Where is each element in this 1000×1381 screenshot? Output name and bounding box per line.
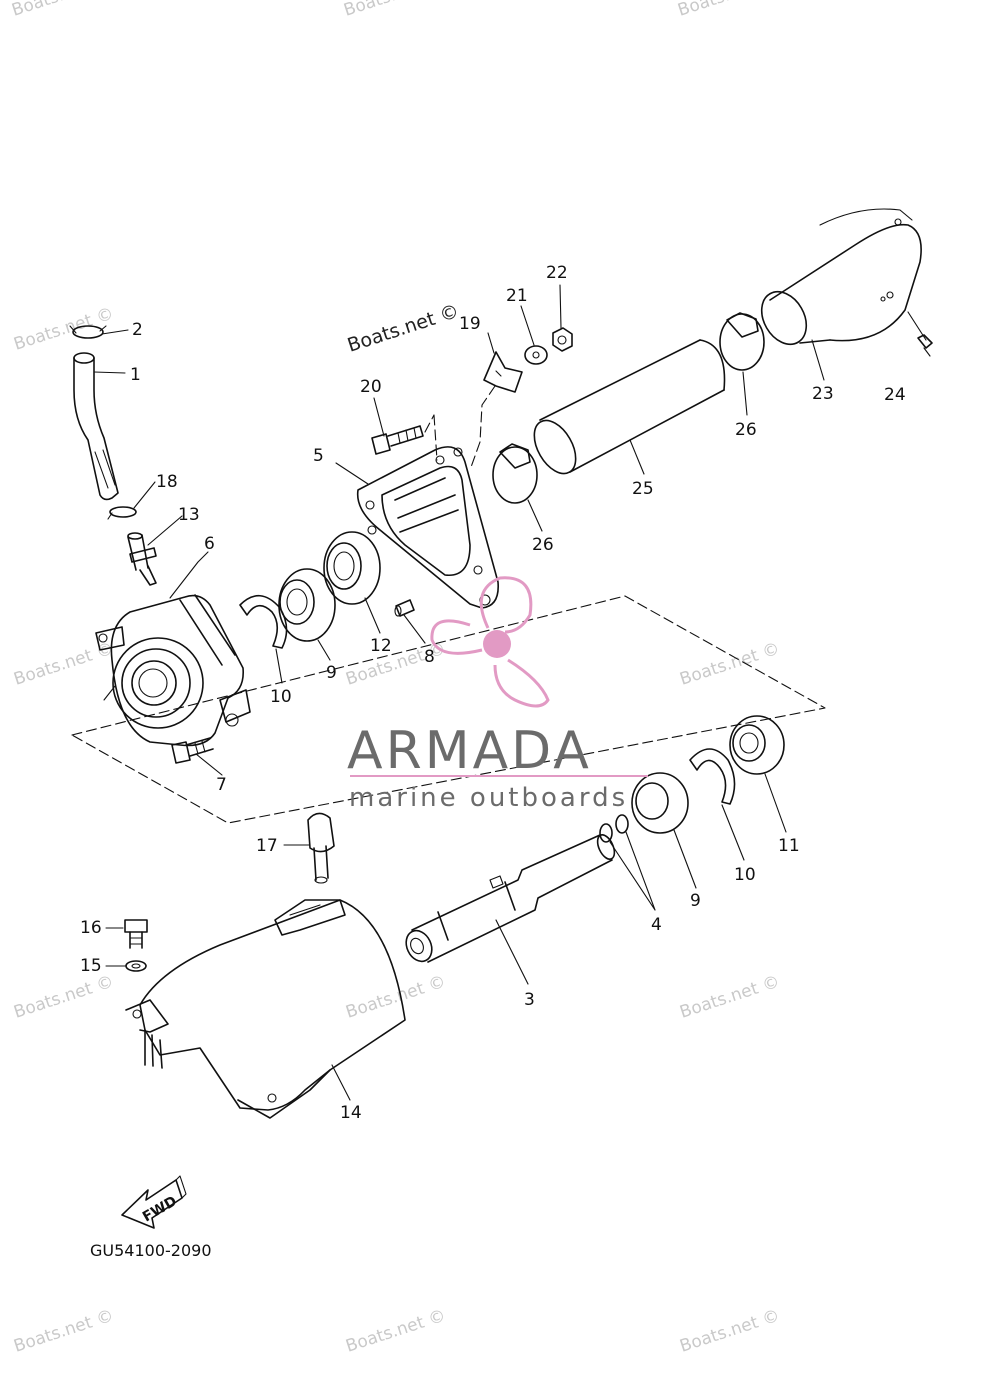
- callout-18: 18: [156, 472, 178, 492]
- circlip-part-10-right: [689, 748, 736, 805]
- pin-part-17: [307, 812, 335, 884]
- elbow-part-23: [760, 208, 922, 346]
- watermark: Boats.net ©: [9, 0, 114, 21]
- callout-16: 16: [80, 918, 102, 938]
- callout-4: 4: [651, 915, 662, 935]
- callout-26-lower: 26: [532, 535, 554, 555]
- callout-labels: 2 1 18 13 6 7 10 9 12 8 5 20 19 21 22 26…: [80, 263, 906, 1123]
- nut-part-22: [552, 327, 573, 352]
- screw-part-24: [917, 334, 933, 357]
- callout-22: 22: [546, 263, 568, 283]
- callout-5: 5: [313, 446, 324, 466]
- callout-7: 7: [216, 775, 227, 795]
- washer-part-15: [125, 960, 147, 972]
- callout-13: 13: [178, 505, 200, 525]
- seal-part-9-left: [278, 568, 336, 642]
- o-rings-part-4: [599, 814, 629, 843]
- watermark: Boats.net ©: [343, 1306, 448, 1357]
- housing-part-6: [95, 594, 251, 747]
- circlip-part-10-left: [239, 594, 288, 649]
- watermark: Boats.net ©: [675, 0, 780, 21]
- bracket-part-19: [469, 351, 523, 471]
- watermark: Boats.net ©: [11, 972, 116, 1023]
- callout-8: 8: [424, 647, 435, 667]
- clip-part-18: [107, 506, 137, 520]
- watermark: Boats.net ©: [11, 639, 116, 690]
- watermark: Boats.net ©: [11, 1306, 116, 1357]
- shaft-part-3: [405, 834, 616, 963]
- brand-name: ARMADA: [347, 721, 592, 781]
- callout-26-upper: 26: [735, 420, 757, 440]
- callout-9-right: 9: [690, 891, 701, 911]
- brand-tagline: marine outboards: [349, 783, 628, 813]
- cover-part-14: [125, 899, 406, 1119]
- watermark: Boats.net ©: [677, 972, 782, 1023]
- watermark: Boats.net ©: [677, 639, 782, 690]
- bolt-part-16: [124, 919, 148, 949]
- callout-25: 25: [632, 479, 654, 499]
- diagram-code: GU54100-2090: [90, 1241, 212, 1260]
- callout-11: 11: [778, 836, 800, 856]
- assembly-frame: [71, 595, 826, 824]
- bearing-part-12: [323, 531, 381, 605]
- dowel-part-8: [394, 599, 415, 617]
- callout-3: 3: [524, 990, 535, 1010]
- clamp-part-26-upper: [719, 312, 765, 371]
- clamp-part-26-lower: [492, 443, 538, 504]
- callout-12: 12: [370, 636, 392, 656]
- callout-10-right: 10: [734, 865, 756, 885]
- callout-14: 14: [340, 1103, 362, 1123]
- callout-21: 21: [506, 286, 528, 306]
- callout-1: 1: [130, 365, 141, 385]
- callout-6: 6: [204, 534, 215, 554]
- watermark: Boats.net ©: [341, 0, 446, 21]
- bolt-part-7: [171, 737, 214, 764]
- watermark: Boats.net ©: [677, 1306, 782, 1357]
- seal-part-9-right: [631, 772, 689, 834]
- fwd-arrow-icon: FWD: [121, 1175, 187, 1229]
- leader-lines: [93, 284, 927, 1101]
- callout-9-left: 9: [326, 663, 337, 683]
- callout-20: 20: [360, 377, 382, 397]
- callout-2: 2: [132, 320, 143, 340]
- clip-part-2: [69, 325, 107, 339]
- callout-19: 19: [459, 314, 481, 334]
- bearing-part-11: [729, 715, 785, 775]
- armada-logo: ARMADA marine outboards: [347, 576, 648, 813]
- callout-24: 24: [884, 385, 906, 405]
- plate-part-5: [356, 446, 499, 609]
- hose-part-25: [533, 339, 726, 475]
- watermarks: Boats.net © Boats.net © Boats.net © Boat…: [9, 0, 782, 1357]
- watermark-dark: Boats.net ©: [345, 300, 462, 357]
- bolt-part-20: [371, 414, 438, 461]
- tube-part-1: [73, 352, 119, 501]
- callout-23: 23: [812, 384, 834, 404]
- nipple-part-13: [127, 532, 157, 586]
- callout-17: 17: [256, 836, 278, 856]
- propeller-icon: [430, 576, 550, 708]
- callout-10-left: 10: [270, 687, 292, 707]
- callout-15: 15: [80, 956, 102, 976]
- washer-part-21: [524, 345, 548, 365]
